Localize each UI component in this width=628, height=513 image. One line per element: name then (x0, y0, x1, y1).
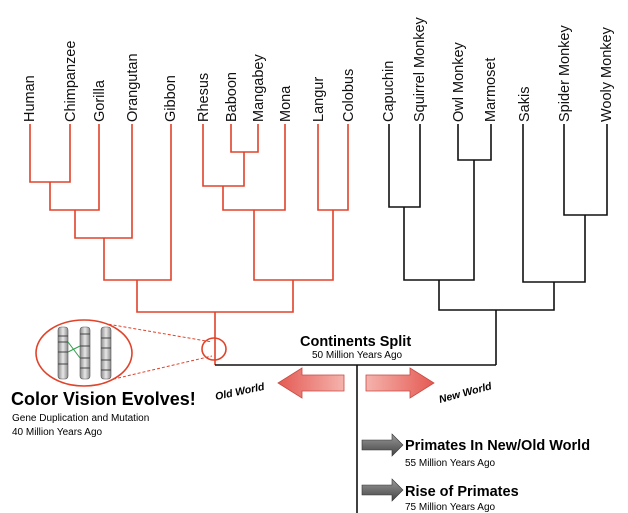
old-world-tree (29, 124, 349, 365)
timeline-subtitle-2: 75 Million Years Ago (405, 502, 496, 513)
taxon-label-chimpanzee: Chimpanzee (63, 41, 79, 122)
new-world-label: New World (438, 380, 494, 406)
continents-split-subtitle: 50 Million Years Ago (312, 350, 403, 361)
timeline-title-2: Rise of Primates (405, 484, 519, 500)
color-vision-line2: 40 Million Years Ago (12, 427, 103, 438)
color-vision-line1: Gene Duplication and Mutation (12, 413, 149, 424)
taxon-label-baboon: Baboon (224, 72, 240, 122)
taxon-label-langur: Langur (311, 77, 327, 122)
color-vision-inset (35, 319, 227, 387)
taxon-label-rhesus: Rhesus (196, 73, 212, 122)
old-world-label: Old World (214, 381, 266, 403)
arrow-right-icon (361, 433, 404, 457)
old-world-arrow (277, 367, 345, 399)
taxon-label-wooly-monkey: Wooly Monkey (599, 26, 615, 122)
timeline-title-1: Primates In New/Old World (405, 438, 590, 454)
new-world-arrow (365, 367, 435, 399)
timeline-entry-rise-of-primates: Rise of Primates 75 Million Years Ago (361, 478, 519, 513)
color-vision-title: Color Vision Evolves! (11, 389, 196, 409)
taxon-label-gibbon: Gibbon (163, 75, 179, 122)
timeline-subtitle-1: 55 Million Years Ago (405, 458, 496, 469)
taxon-label-capuchin: Capuchin (381, 61, 397, 122)
taxon-label-marmoset: Marmoset (483, 58, 499, 122)
taxon-label-spider-monkey: Spider Monkey (557, 25, 573, 122)
taxon-label-mangabey: Mangabey (251, 54, 267, 122)
arrow-right-icon (361, 478, 404, 502)
taxon-label-owl-monkey: Owl Monkey (451, 41, 467, 122)
taxon-labels: Human Chimpanzee Gorilla Orangutan Gibbo… (22, 16, 615, 122)
timeline-entry-primates-new-old-world: Primates In New/Old World 55 Million Yea… (361, 433, 590, 469)
taxon-label-mona: Mona (278, 85, 294, 122)
taxon-label-human: Human (22, 75, 38, 122)
taxon-label-sakis: Sakis (517, 87, 533, 122)
taxon-label-gorilla: Gorilla (92, 79, 108, 122)
chromosome-icon (57, 326, 112, 380)
taxon-label-orangutan: Orangutan (125, 53, 141, 122)
taxon-label-squirrel-monkey: Squirrel Monkey (412, 16, 428, 122)
taxon-label-colobus: Colobus (341, 69, 357, 122)
continents-split-title: Continents Split (300, 334, 411, 350)
new-world-tree (215, 124, 608, 513)
